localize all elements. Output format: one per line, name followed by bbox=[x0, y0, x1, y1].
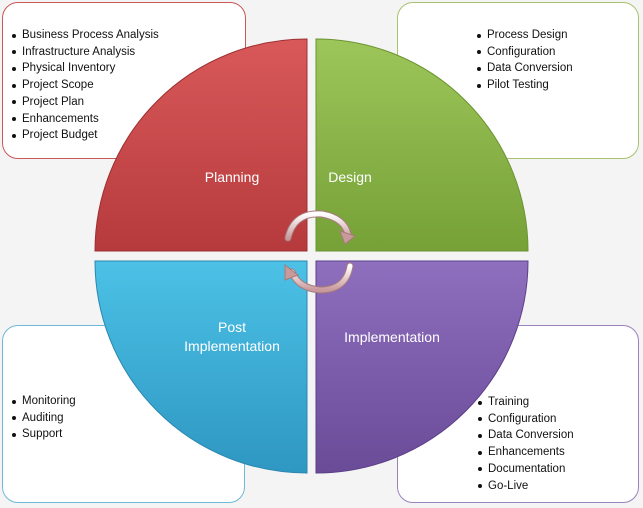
curved-arrow-icon bbox=[284, 262, 354, 294]
post-implementation-item-list: Monitoring Auditing Support bbox=[12, 393, 76, 443]
design-quadrant bbox=[315, 38, 529, 252]
post-implementation-label-line1: Post bbox=[218, 319, 246, 335]
list-item: Project Scope bbox=[12, 77, 159, 94]
list-item: Training bbox=[478, 394, 574, 411]
implementation-item-list: Training Configuration Data Conversion E… bbox=[478, 394, 574, 494]
list-item: Physical Inventory bbox=[12, 60, 159, 77]
planning-label: Planning bbox=[205, 169, 260, 185]
list-item: Pilot Testing bbox=[477, 77, 573, 94]
list-item: Documentation bbox=[478, 461, 574, 478]
list-item: Infrastructure Analysis bbox=[12, 44, 159, 61]
list-item: Enhancements bbox=[12, 111, 159, 128]
list-item: Configuration bbox=[477, 44, 573, 61]
post-implementation-quadrant bbox=[94, 260, 308, 474]
planning-item-list: Business Process Analysis Infrastructure… bbox=[12, 27, 159, 144]
implementation-label: Implementation bbox=[344, 329, 440, 345]
list-item: Support bbox=[12, 426, 76, 443]
list-item: Business Process Analysis bbox=[12, 27, 159, 44]
list-item: Go-Live bbox=[478, 478, 574, 495]
design-item-list: Process Design Configuration Data Conver… bbox=[477, 27, 573, 94]
list-item: Process Design bbox=[477, 27, 573, 44]
list-item: Monitoring bbox=[12, 393, 76, 410]
implementation-quadrant bbox=[315, 260, 529, 474]
list-item: Project Plan bbox=[12, 94, 159, 111]
list-item: Data Conversion bbox=[478, 427, 574, 444]
planning-quadrant bbox=[94, 38, 308, 252]
list-item: Configuration bbox=[478, 411, 574, 428]
design-label: Design bbox=[328, 169, 372, 185]
list-item: Auditing bbox=[12, 410, 76, 427]
curved-arrow-icon bbox=[284, 210, 357, 245]
list-item: Data Conversion bbox=[477, 60, 573, 77]
post-implementation-label-line2: Implementation bbox=[184, 338, 280, 354]
list-item: Project Budget bbox=[12, 127, 159, 144]
list-item: Enhancements bbox=[478, 444, 574, 461]
